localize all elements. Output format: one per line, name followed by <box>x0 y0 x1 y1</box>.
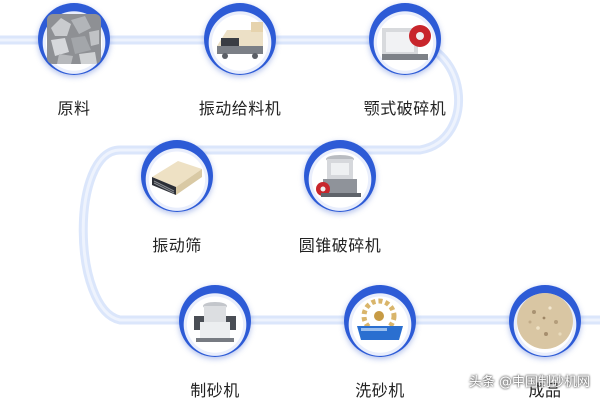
finished-sand-icon <box>517 293 573 349</box>
step-circle <box>204 3 276 75</box>
step-circle <box>304 140 376 212</box>
step-circle <box>509 285 581 357</box>
step-sand-washer: 洗砂机 <box>330 285 430 405</box>
watermark: 头条 @中国制砂机网 <box>468 375 590 390</box>
step-circle <box>344 285 416 357</box>
step-label: 振动给料机 <box>198 99 282 118</box>
step-label: 振动筛 <box>152 236 202 255</box>
step-sand-making-machine: 制砂机 <box>165 285 265 405</box>
jaw-crusher-icon <box>382 25 431 60</box>
step-circle <box>179 285 251 357</box>
step-cone-crusher: 圆锥破碎机 <box>290 140 390 260</box>
vibrating-feeder-icon <box>217 22 263 59</box>
sand-washer-icon <box>357 298 403 340</box>
step-circle <box>38 3 110 75</box>
step-jaw-crusher: 颚式破碎机 <box>355 3 455 123</box>
step-label: 颚式破碎机 <box>363 99 447 118</box>
step-label: 圆锥破碎机 <box>298 236 382 255</box>
step-label: 成品 <box>528 381 562 400</box>
step-raw-material: 原料 <box>24 3 124 123</box>
step-label: 原料 <box>57 99 91 118</box>
vibrating-screen-icon <box>152 161 202 195</box>
cone-crusher-icon <box>316 155 361 197</box>
step-label: 洗砂机 <box>355 381 405 400</box>
step-circle <box>141 140 213 212</box>
step-vibrating-screen: 振动筛 <box>127 140 227 260</box>
step-vibrating-feeder: 振动给料机 <box>190 3 290 123</box>
raw-stone-icon <box>47 14 101 64</box>
step-finished-product: 成品 <box>495 285 595 405</box>
sand-making-machine-icon <box>194 302 236 342</box>
step-label: 制砂机 <box>190 381 240 400</box>
step-circle <box>369 3 441 75</box>
